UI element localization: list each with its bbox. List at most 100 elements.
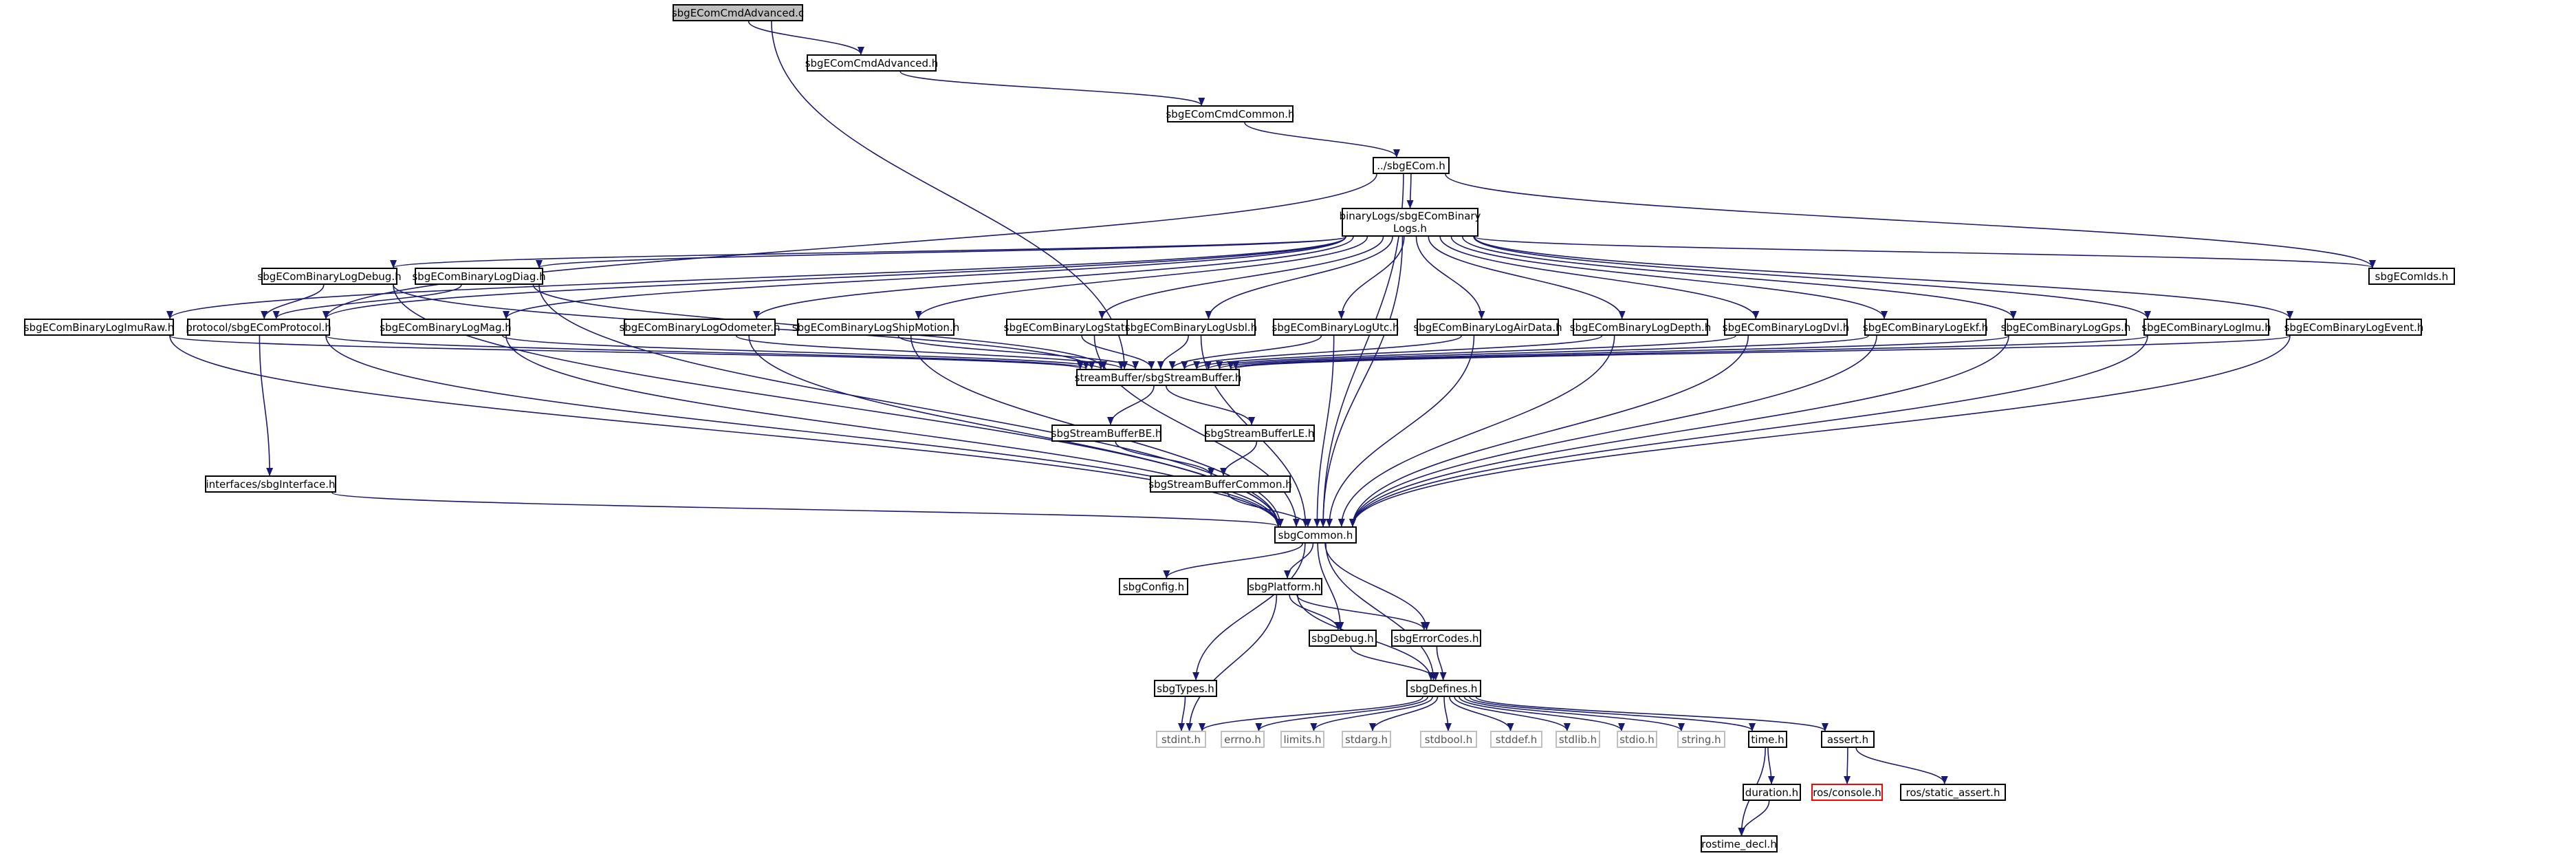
node-shipmotion[interactable]: sbgEComBinaryLogShipMotion.h	[792, 319, 959, 336]
node-dvl[interactable]: sbgEComBinaryLogDvl.h	[1723, 319, 1849, 336]
node-streambuf[interactable]: streamBuffer/sbgStreamBuffer.h	[1075, 369, 1241, 386]
node-imuraw[interactable]: sbgEComBinaryLogImuRaw.h	[24, 319, 174, 336]
edge-streambuf-to-sble	[1166, 385, 1256, 425]
edge-defines-to-stdbool	[1443, 696, 1452, 731]
node-ekf[interactable]: sbgEComBinaryLogEkf.h	[1863, 319, 1988, 336]
edge-common-to-types	[1192, 543, 1306, 680]
node-common[interactable]: sbgCommon.h	[1274, 526, 1357, 544]
node-status[interactable]: sbgEComBinaryLogStatus.h	[1004, 319, 1146, 336]
edge-binlogs-to-status	[1098, 236, 1384, 319]
node-stdarg: stdarg.h	[1342, 731, 1391, 748]
node-stdbool: stdbool.h	[1420, 731, 1477, 748]
edge-defines-to-stdint	[1199, 696, 1423, 731]
node-root[interactable]: sbgEComCmdAdvanced.c	[672, 4, 804, 21]
node-airdata[interactable]: sbgEComBinaryLogAirData.h	[1413, 319, 1562, 336]
edge-cmdcommon-to-ecom	[1244, 122, 1400, 158]
edge-cmdadv-to-cmdcommon	[899, 71, 1205, 106]
edge-time-to-duration	[1767, 747, 1776, 784]
edge-event-to-common	[1349, 335, 2291, 527]
edge-binlogs-to-event	[1474, 236, 2293, 319]
node-stdint: stdint.h	[1156, 731, 1206, 748]
node-limits: limits.h	[1280, 731, 1324, 748]
edge-streambuf-to-sbbe	[1107, 385, 1155, 425]
node-binlogs[interactable]: binaryLogs/sbgEComBinary Logs.h	[1340, 208, 1481, 237]
edge-depth-to-common	[1338, 335, 1615, 527]
node-gps[interactable]: sbgEComBinaryLogGps.h	[2001, 319, 2130, 336]
node-cmdadv[interactable]: sbgEComCmdAdvanced.h	[805, 54, 938, 72]
node-mag[interactable]: sbgEComBinaryLogMag.h	[380, 319, 512, 336]
node-cmdcommon[interactable]: sbgEComCmdCommon.h	[1166, 105, 1295, 122]
node-dbg[interactable]: sbgDebug.h	[1309, 630, 1377, 647]
node-rostime[interactable]: rostime_decl.h	[1701, 835, 1778, 852]
edge-common-to-config	[1163, 543, 1303, 579]
node-rosassert[interactable]: ros/static_assert.h	[1900, 784, 2006, 801]
node-duration[interactable]: duration.h	[1743, 784, 1801, 801]
edge-assert-to-rosconsole	[1844, 747, 1851, 784]
edge-binlogs-to-airdata	[1415, 236, 1485, 319]
edge-binlogs-to-dvl	[1439, 236, 1760, 319]
node-defines[interactable]: sbgDefines.h	[1406, 680, 1481, 697]
node-event[interactable]: sbgEComBinaryLogEvent.h	[2284, 319, 2423, 336]
edge-ecom-to-binlogs	[1406, 173, 1414, 208]
node-config[interactable]: sbgConfig.h	[1119, 578, 1188, 595]
edge-imu-to-common	[1349, 335, 2148, 527]
edge-duration-to-rostime	[1738, 800, 1770, 836]
edge-common-to-defines	[1325, 543, 1437, 680]
node-diag[interactable]: sbgEComBinaryLogDiag.h	[412, 268, 546, 285]
node-interface[interactable]: interfaces/sbgInterface.h	[205, 475, 336, 493]
node-ecom[interactable]: ../sbgECom.h	[1373, 157, 1450, 174]
edge-binlogs-to-common	[1320, 236, 1404, 527]
edge-gps-to-streambuf	[1227, 335, 2009, 369]
edge-mag-to-streambuf	[502, 335, 1104, 369]
node-debug[interactable]: sbgEComBinaryLogDebug.h	[257, 268, 402, 285]
edge-root-to-streambuf	[771, 21, 1128, 369]
node-stdio: stdio.h	[1617, 731, 1657, 748]
edge-binlogs-to-ekf	[1450, 236, 1888, 319]
edge-defines-to-stdlib	[1454, 696, 1571, 731]
edge-odometer-to-streambuf	[736, 335, 1125, 369]
node-odometer[interactable]: sbgEComBinaryLogOdometer.h	[619, 319, 781, 336]
edge-utc-to-streambuf	[1168, 335, 1322, 369]
node-sbbe[interactable]: sbgStreamBufferBE.h	[1051, 425, 1161, 442]
edge-defines-to-time	[1469, 696, 1756, 731]
node-depth[interactable]: sbgEComBinaryLogDepth.h	[1570, 319, 1711, 336]
node-protocol[interactable]: protocol/sbgEComProtocol.h	[186, 319, 331, 336]
edge-binlogs-to-shipmotion	[915, 236, 1368, 319]
node-errcodes[interactable]: sbgErrorCodes.h	[1391, 630, 1481, 647]
edge-binlogs-to-debug	[390, 236, 1346, 268]
edge-platform-to-stdint	[1186, 594, 1278, 731]
node-types[interactable]: sbgTypes.h	[1154, 680, 1217, 697]
edge-dvl-to-common	[1349, 335, 1749, 527]
edge-utc-to-common	[1313, 335, 1335, 527]
edge-defines-to-stdarg	[1369, 696, 1439, 731]
node-platform[interactable]: sbgPlatform.h	[1247, 578, 1322, 595]
edge-binlogs-to-utc	[1338, 236, 1405, 319]
edge-defines-to-string	[1463, 696, 1685, 731]
edge-sbcommon-to-common	[1227, 492, 1311, 527]
edge-binlogs-to-usbl	[1205, 236, 1393, 319]
edge-binlogs-to-mag	[503, 236, 1346, 319]
edge-defines-to-errno	[1255, 696, 1428, 731]
node-errno: errno.h	[1221, 731, 1265, 748]
edge-mag-to-common	[505, 335, 1282, 527]
node-time[interactable]: time.h	[1748, 731, 1787, 748]
node-usbl[interactable]: sbgEComBinaryLogUsbl.h	[1125, 319, 1257, 336]
edge-gps-to-common	[1349, 335, 2009, 527]
edge-binlogs-to-imu	[1473, 236, 2151, 319]
edge-debug-to-protocol	[261, 284, 325, 319]
node-imu[interactable]: sbgEComBinaryLogImu.h	[2141, 319, 2271, 336]
node-ids[interactable]: sbgEComIds.h	[2368, 268, 2455, 285]
node-rosconsole: ros/console.h	[1811, 784, 1883, 801]
edge-defines-to-assert	[1475, 696, 1829, 731]
node-assert[interactable]: assert.h	[1821, 731, 1875, 748]
node-stddef: stddef.h	[1490, 731, 1542, 748]
node-sbcommon[interactable]: sbgStreamBufferCommon.h	[1148, 475, 1292, 493]
edge-binlogs-to-diag	[536, 236, 1346, 268]
edge-status-to-streambuf	[1081, 335, 1155, 369]
edge-errcodes-to-defines	[1436, 646, 1447, 680]
edge-airdata-to-common	[1326, 335, 1475, 527]
node-utc[interactable]: sbgEComBinaryLogUtc.h	[1272, 319, 1399, 336]
edge-binlogs-to-gps	[1461, 236, 2017, 319]
node-sble[interactable]: sbgStreamBufferLE.h	[1205, 425, 1315, 442]
